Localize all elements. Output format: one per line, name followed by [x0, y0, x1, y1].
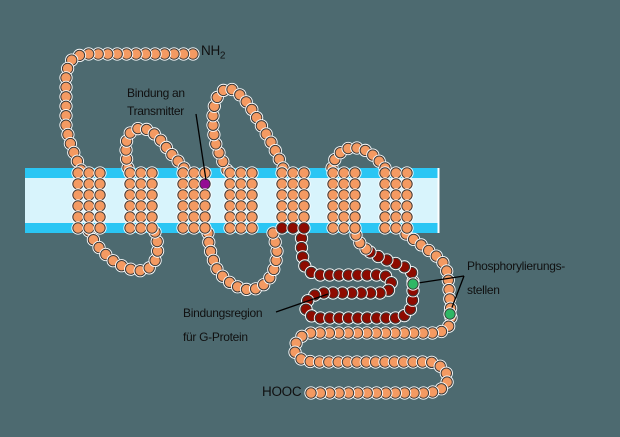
gprotein-pointer	[275, 293, 329, 313]
transmembrane-helix-7	[378, 166, 414, 235]
phosphorylation-sites-label-line1: Phosphorylierungs-	[467, 259, 565, 273]
gprotein-binding-region-label-line2: für G-Protein	[183, 330, 248, 344]
phospho-pointer-b	[450, 275, 465, 311]
transmitter-binding-label-line2: Transmitter	[127, 104, 184, 118]
transmembrane-helix-1	[71, 166, 107, 235]
nh2-label: NH2	[201, 44, 225, 64]
nh2-label-text: NH	[201, 43, 220, 58]
transmembrane-helix-4	[223, 166, 259, 235]
phospho-site-2	[443, 307, 457, 321]
extracellular-loop-2	[206, 82, 290, 177]
transmembrane-helix-2	[123, 166, 159, 235]
phospho-pointer-a	[417, 275, 465, 284]
transmembrane-helix-3	[176, 166, 212, 235]
nh2-label-subscript: 2	[219, 50, 226, 62]
phospho-site-1	[406, 277, 420, 291]
phosphorylation-sites-label-line2: stellen	[467, 283, 500, 297]
nh2-terminus-chain	[59, 47, 200, 177]
extracellular-loop-1	[119, 122, 191, 175]
transmembrane-helix-6	[326, 166, 362, 235]
gprotein-binding-region-label-line1: Bindungsregion	[183, 306, 263, 320]
transmitter-binding-label-line1: Bindung an	[127, 86, 185, 100]
transmembrane-helix-5	[275, 166, 311, 235]
hooc-label: HOOC	[262, 384, 302, 399]
transmitter-pointer	[195, 113, 207, 181]
